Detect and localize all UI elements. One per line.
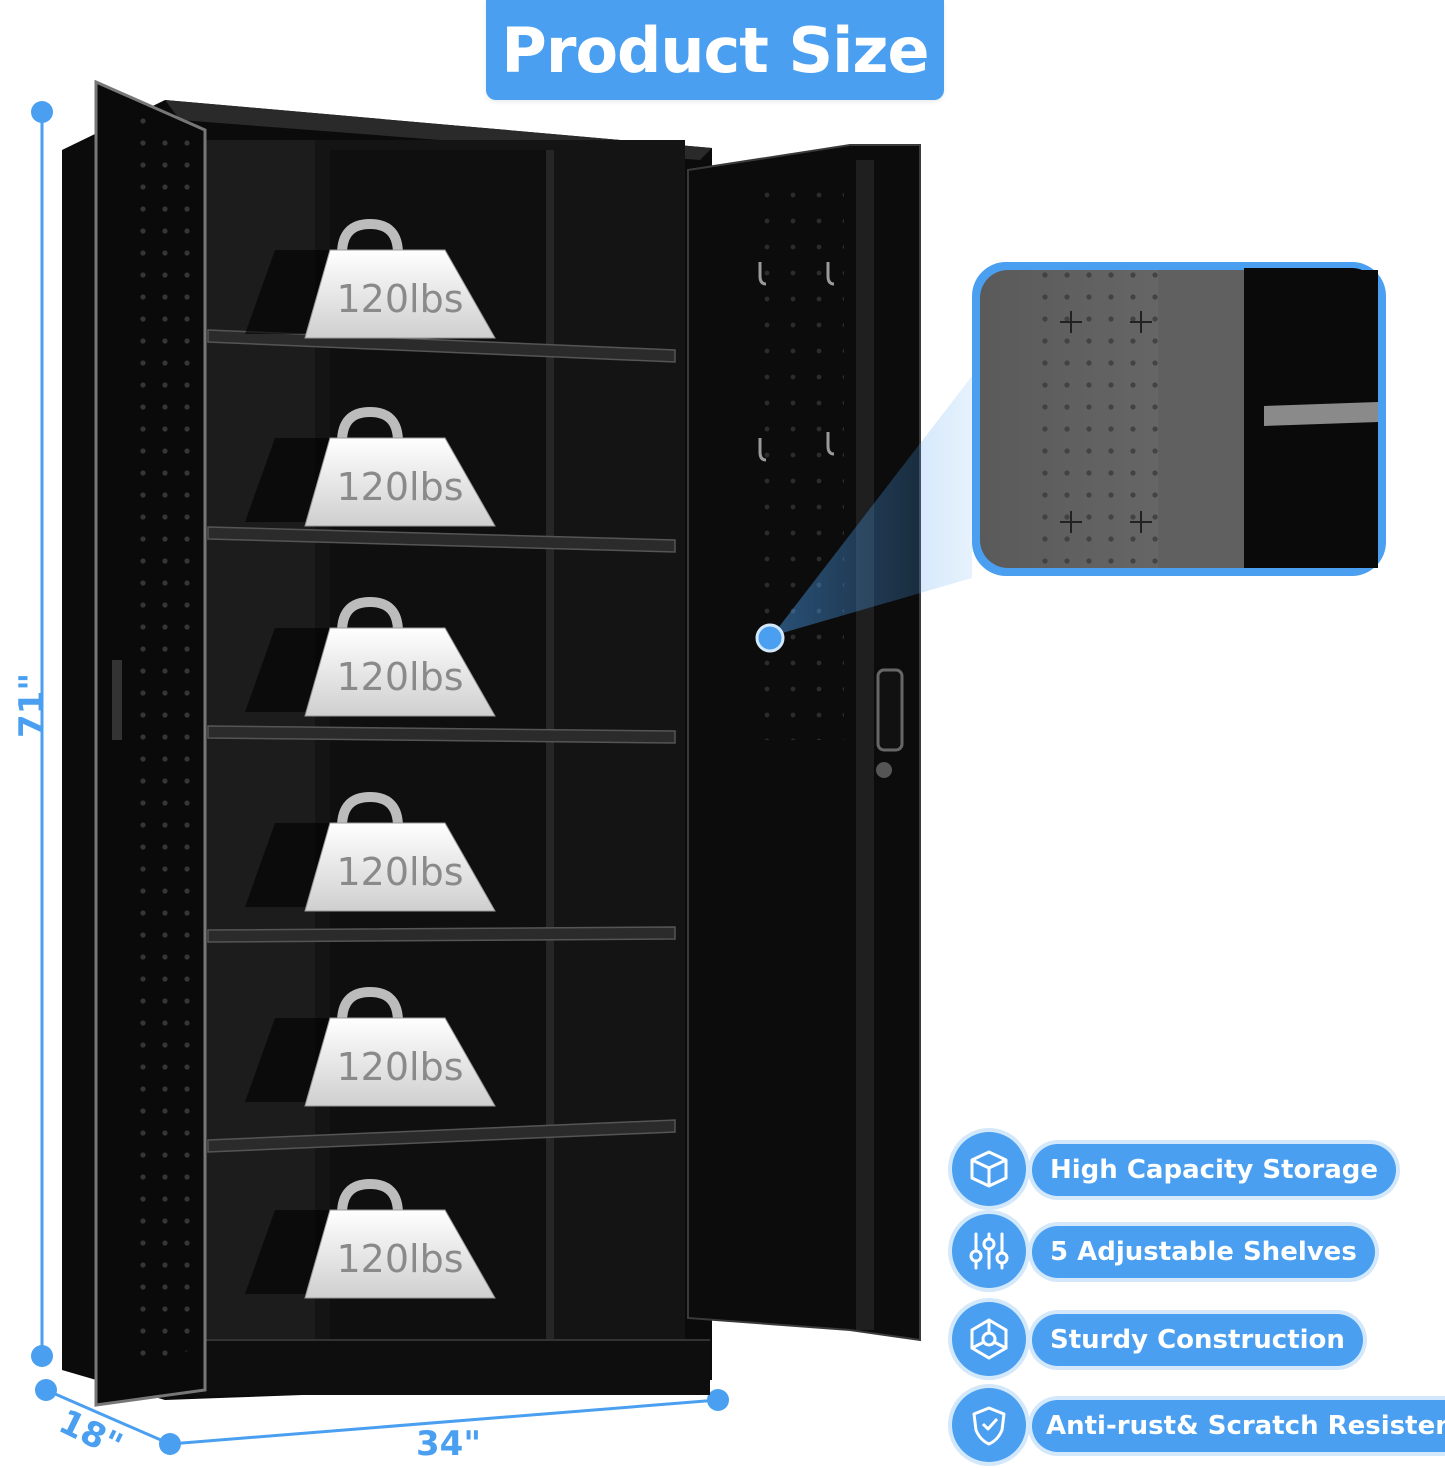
zoom-marker xyxy=(755,623,785,653)
weight-label: 120lbs xyxy=(336,655,463,699)
weight-6: 120lbs xyxy=(245,1178,496,1299)
feature-label: High Capacity Storage xyxy=(1032,1144,1397,1196)
cube-icon xyxy=(952,1132,1026,1206)
feature-label: Anti-rust& Scratch Resistent xyxy=(1032,1400,1445,1452)
weight-1: 120lbs xyxy=(245,218,496,339)
weights: 120lbs 120lbs 120lbs 120lbs 120lbs 120lbs xyxy=(245,218,496,1299)
zoom-beam xyxy=(772,376,972,636)
weight-label: 120lbs xyxy=(336,465,463,509)
shield-icon xyxy=(952,1388,1026,1462)
cabinet-body xyxy=(62,100,712,1400)
feature-label: Sturdy Construction xyxy=(1032,1314,1363,1366)
sliders-icon xyxy=(952,1214,1026,1288)
weight-label: 120lbs xyxy=(336,277,463,321)
height-label: 71" xyxy=(12,672,52,738)
weight-4: 120lbs xyxy=(245,791,496,912)
network-icon xyxy=(952,1302,1026,1376)
feature-high-capacity: High Capacity Storage xyxy=(952,1132,1432,1208)
weight-label: 120lbs xyxy=(336,850,463,894)
weight-label: 120lbs xyxy=(336,1237,463,1281)
width-label: 34" xyxy=(416,1424,482,1464)
feature-sturdy-construction: Sturdy Construction xyxy=(952,1302,1432,1378)
weight-3: 120lbs xyxy=(245,596,496,717)
right-door xyxy=(687,144,921,1342)
dimension-lines xyxy=(31,101,729,1455)
weight-5: 120lbs xyxy=(245,986,496,1107)
page-title: Product Size xyxy=(486,0,944,100)
weight-2: 120lbs xyxy=(245,406,496,527)
zoom-callout xyxy=(972,262,1386,576)
feature-anti-rust: Anti-rust& Scratch Resistent xyxy=(952,1388,1445,1464)
feature-adjustable-shelves: 5 Adjustable Shelves xyxy=(952,1214,1432,1290)
feature-label: 5 Adjustable Shelves xyxy=(1032,1226,1375,1278)
weight-label: 120lbs xyxy=(336,1045,463,1089)
left-door xyxy=(94,79,207,1407)
shelves xyxy=(207,329,676,1153)
